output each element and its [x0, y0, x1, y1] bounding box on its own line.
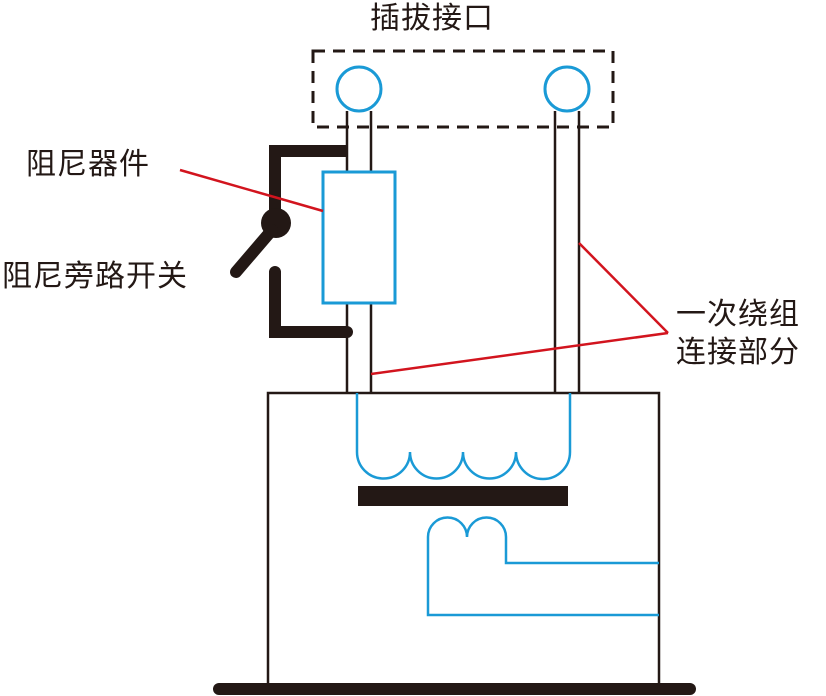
leader-primary-left	[370, 331, 669, 376]
damping-device	[321, 170, 397, 305]
iron-core	[358, 486, 568, 506]
leader-primary-right	[578, 242, 669, 334]
secondary-winding	[426, 516, 659, 617]
primary-winding-label-line2: 连接部分	[676, 335, 800, 370]
primary-winding-label-line1: 一次绕组	[676, 297, 800, 332]
switch-lever	[230, 224, 278, 278]
primary-winding	[355, 393, 572, 481]
leader-damping-device	[179, 168, 324, 213]
left-plug-terminal	[335, 65, 383, 113]
bypass-switch-label: 阻尼旁路开关	[2, 259, 188, 294]
right-plug-terminal	[543, 65, 591, 113]
damping-device-label: 阻尼器件	[26, 147, 150, 182]
switch-lower-bracket	[269, 266, 353, 338]
plug-interface-label: 插拔接口	[370, 1, 494, 36]
plug-interface-box	[311, 49, 615, 129]
transformer-housing	[266, 391, 661, 688]
